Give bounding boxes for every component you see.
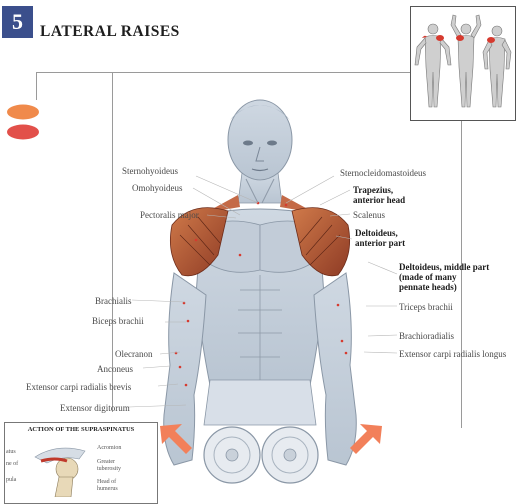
label-omohyoideus: Omohyoideus: [132, 183, 183, 193]
anatomy-figure: [163, 99, 357, 484]
inset-label-left-2: ne of: [6, 461, 19, 467]
dumbbells: [203, 426, 319, 484]
frame-right-line: [461, 118, 462, 428]
label-extensor-carpi-radialis-brevis: Extensor carpi radialis brevis: [26, 382, 132, 392]
label-extensor-carpi-radialis-longus: Extensor carpi radialis longus: [399, 349, 507, 359]
label-extensor-digitorum: Extensor digitorum: [60, 403, 130, 413]
inset-label-head-of: Head of: [97, 479, 117, 485]
arrow-up-left-icon: [160, 424, 192, 454]
inset-label-tuberosity: tuberosity: [97, 466, 121, 472]
lateral-raise-figures-icon: [414, 14, 512, 108]
label-sternocleidomastoideus: Sternocleidomastoideus: [340, 168, 426, 178]
movement-thumbnail: [410, 6, 516, 121]
label-deltoideus-middle-line3: pennate heads): [399, 282, 457, 292]
label-deltoideus-anterior-line1: Deltoideus,: [355, 228, 398, 238]
label-triceps-brachii: Triceps brachii: [399, 302, 453, 312]
frame-top-line: [36, 72, 410, 73]
inset-label-humerus: humerus: [97, 486, 118, 492]
label-anconeus: Anconeus: [97, 364, 133, 374]
inset-label-left-3: pula: [6, 477, 17, 483]
supraspinatus-inset: ACTION OF THE SUPRASPINATUS atus ne of p…: [4, 422, 158, 504]
label-biceps-brachii: Biceps brachii: [92, 316, 144, 326]
inset-label-left-1: atus: [6, 449, 16, 455]
page-title: LATERAL RAISES: [40, 23, 180, 40]
shoulder-joint-icon: [34, 447, 86, 497]
label-brachioradialis: Brachioradialis: [399, 331, 454, 341]
label-trapezius-line1: Trapezius,: [353, 185, 394, 195]
label-deltoideus-middle-line2: (made of many: [399, 272, 457, 282]
red-marker-icon: [7, 124, 39, 140]
label-sternohyoideus: Sternohyoideus: [122, 166, 178, 176]
label-trapezius-line2: anterior head: [353, 195, 406, 205]
arrow-up-right-icon: [350, 424, 382, 454]
inset-label-acromion: Acromion: [97, 445, 122, 451]
orange-marker-icon: [7, 104, 39, 120]
frame-inner-top: [112, 72, 113, 412]
label-brachialis: Brachialis: [95, 296, 132, 306]
inset-label-greater: Greater: [97, 459, 115, 465]
label-olecranon: Olecranon: [115, 349, 153, 359]
inset-title: ACTION OF THE SUPRASPINATUS: [27, 426, 135, 433]
label-deltoideus-middle-line1: Deltoideus, middle part: [399, 262, 490, 272]
exercise-number-badge: 5: [2, 6, 33, 38]
label-pectoralis-major: Pectoralis major: [140, 210, 199, 220]
label-deltoideus-anterior-line2: anterior part: [355, 238, 406, 248]
frame-left-line: [36, 72, 37, 100]
label-scalenus: Scalenus: [353, 210, 385, 220]
